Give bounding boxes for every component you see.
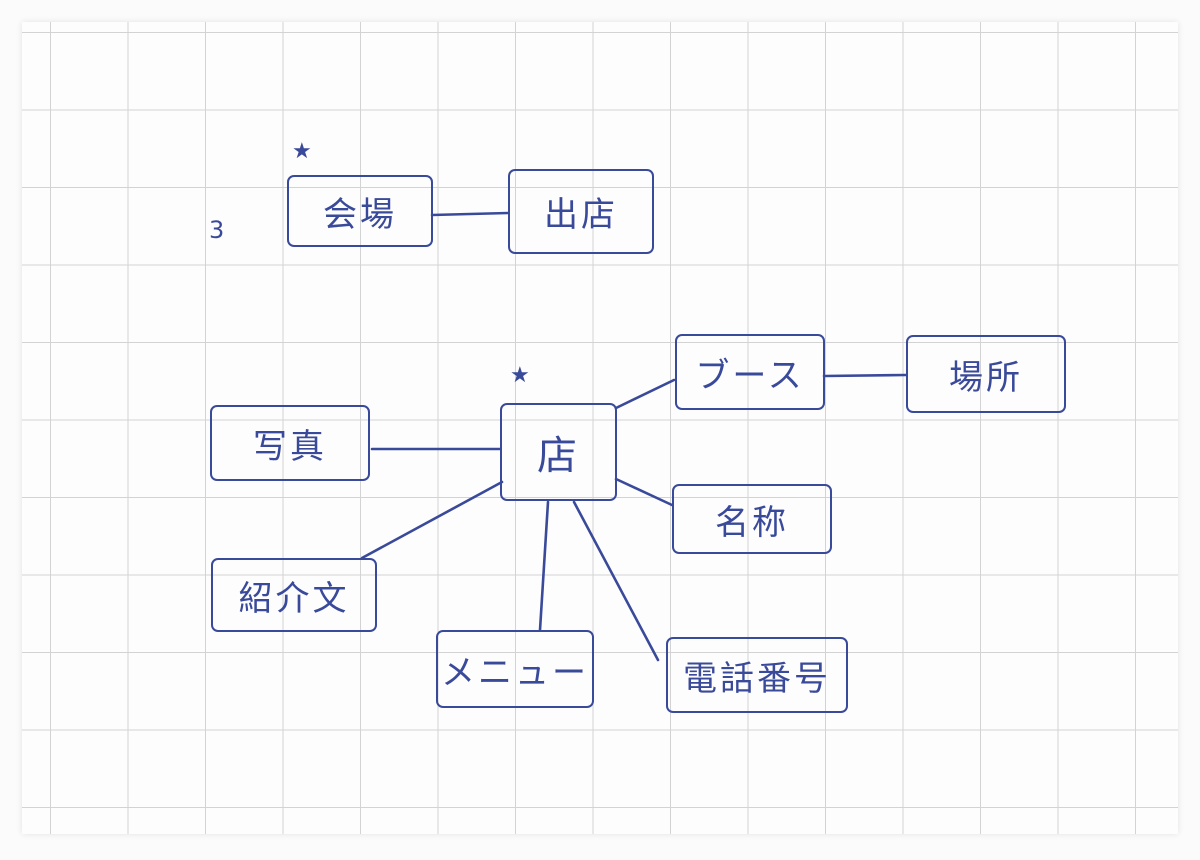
node-introduction: 紹介文 [211,558,377,632]
link-booth-place [822,373,908,378]
node-shop: 店 [500,403,617,501]
graph-paper-sheet [22,22,1178,834]
node-name: 名称 [672,484,832,554]
link-shop-phone [572,500,660,662]
link-venue-stall [430,211,510,217]
node-photo: 写真 [210,405,370,481]
star-icon: ★ [510,363,530,388]
margin-number-marker: 3 [209,216,225,244]
node-phone-number: 電話番号 [666,637,848,713]
node-place: 場所 [906,335,1066,413]
link-shop-menu [538,500,550,632]
node-booth: ブース [675,334,825,410]
link-shop-intro [360,480,504,560]
link-shop-name [614,477,674,507]
node-venue: 会場 [287,175,433,247]
star-icon: ★ [292,139,312,164]
node-menu: メニュー [436,630,594,708]
link-shop-booth [614,378,676,410]
node-stall: 出店 [508,169,654,254]
